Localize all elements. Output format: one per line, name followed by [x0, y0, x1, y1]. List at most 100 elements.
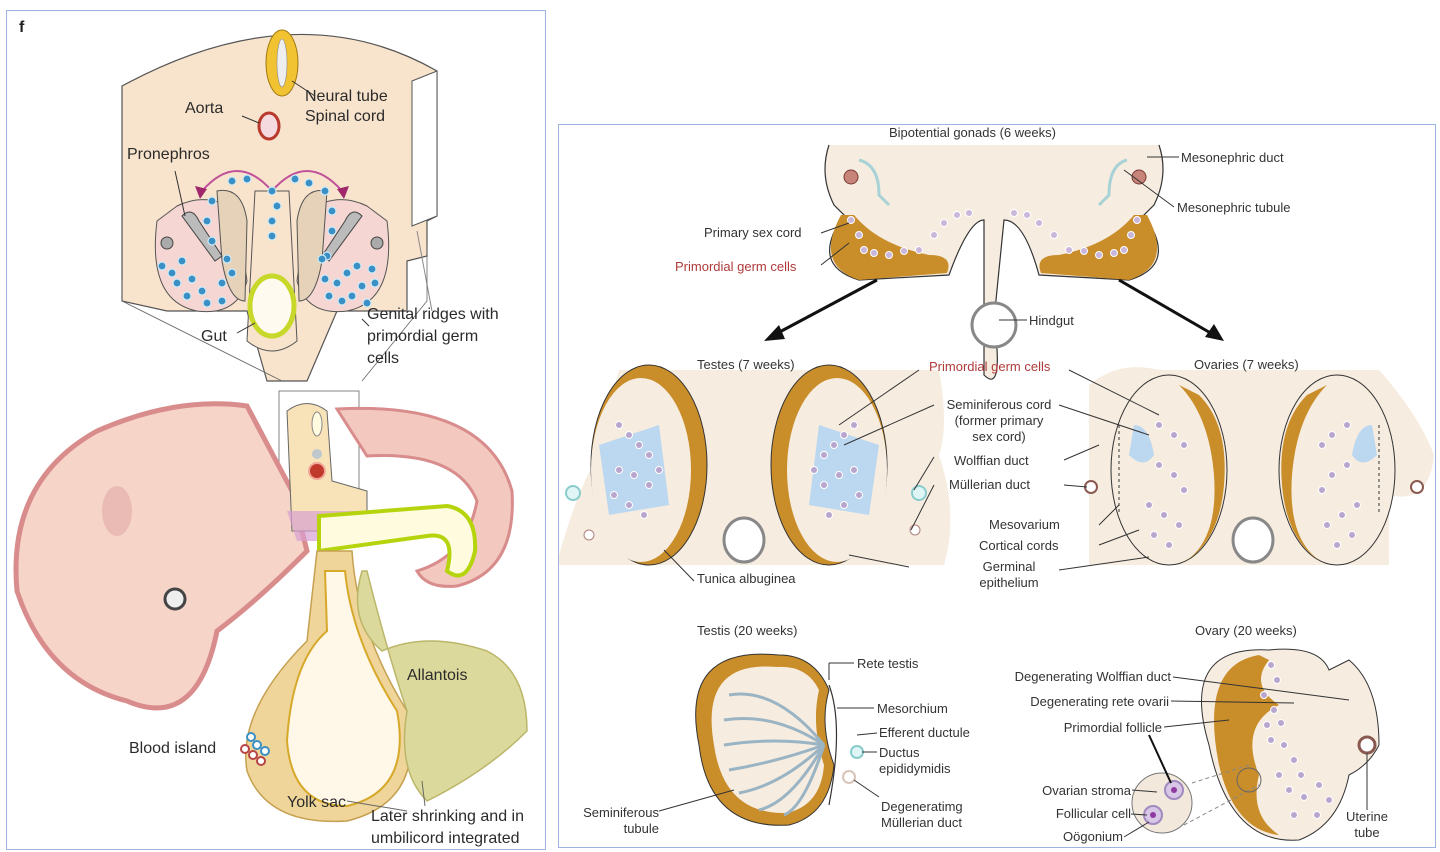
label-later-2: umbilicord integrated [371, 830, 520, 847]
label-ovarian-stroma: Ovarian stroma [1042, 783, 1131, 798]
germ-cells-6wk [847, 209, 1141, 259]
left-panel-embryo: f [6, 10, 546, 850]
gonad-illustration [559, 144, 1434, 841]
germ-cell [1323, 521, 1331, 529]
label-pgc-6wk: Primordial germ cells [675, 259, 797, 274]
germ-cell [1270, 706, 1278, 714]
label-seminiferous-cord-3: sex cord) [972, 429, 1026, 444]
label-pgc-7wk: Primordial germ cells [929, 359, 1051, 374]
label-mesovarium: Mesovarium [989, 517, 1060, 532]
label-yolk-sac: Yolk sac [287, 794, 346, 811]
germ-cell [1155, 461, 1163, 469]
label-blood-island: Blood island [129, 740, 217, 757]
germ-cell [625, 501, 633, 509]
primordial-germ-cell [187, 274, 197, 284]
label-degen-wolffian: Degenerating Wolffian duct [1014, 669, 1171, 684]
label-wolffian-duct: Wolffian duct [954, 453, 1029, 468]
germ-cell [1095, 251, 1103, 259]
primordial-germ-cell [320, 186, 330, 196]
blood-island [240, 732, 270, 766]
mesonephros-right [296, 189, 328, 302]
germ-cell [1333, 541, 1341, 549]
germ-cell [1315, 781, 1323, 789]
label-seminiferous-tubule-2: tubule [623, 821, 659, 836]
label-uterine-1: Uterine [1346, 809, 1388, 824]
label-genital-ridges-3: cells [367, 350, 400, 367]
germ-cell [1110, 249, 1118, 257]
germ-cell [640, 511, 648, 519]
germ-cell [940, 219, 948, 227]
migration-arrow [201, 170, 273, 192]
title-ovary-20wk: Ovary (20 weeks) [1195, 623, 1297, 638]
primordial-germ-cell [327, 226, 337, 236]
germ-cell [1313, 811, 1321, 819]
label-mesorchium: Mesorchium [877, 701, 948, 716]
label-ductus-2: epididymidis [879, 761, 951, 776]
primordial-germ-cell [207, 196, 217, 206]
primordial-germ-cell [342, 268, 352, 278]
embryo-body [13, 401, 310, 711]
label-seminiferous-cord-2: (former primary [954, 413, 1044, 428]
seminiferous-tubule [738, 743, 826, 795]
primordial-germ-cell [320, 274, 330, 284]
primordial-germ-cell [304, 178, 314, 188]
mesonephros-left [216, 189, 248, 302]
germ-cell [1290, 811, 1298, 819]
germ-cell [953, 211, 961, 219]
primordial-germ-cell [367, 264, 377, 274]
germ-cell [1267, 736, 1275, 744]
germ-cell [1133, 216, 1141, 224]
primordial-germ-cell [332, 278, 342, 288]
label-uterine-2: tube [1354, 825, 1380, 840]
germ-cell [1328, 431, 1336, 439]
germ-cell [1120, 246, 1128, 254]
hindgut-tube [317, 503, 478, 578]
germ-cell [915, 246, 923, 254]
germ-cell [1155, 421, 1163, 429]
germ-cells-ovary-20wk [1260, 661, 1333, 819]
label-spinal-cord: Spinal cord [305, 108, 386, 125]
germ-cell [840, 431, 848, 439]
germ-cell [860, 246, 868, 254]
germ-cell [610, 491, 618, 499]
germ-cell [1348, 531, 1356, 539]
germ-cell [1150, 531, 1158, 539]
label-degen-mullerian-1: Degeneratimg [881, 799, 963, 814]
arrow-to-ovaries [1118, 278, 1215, 337]
ovary-left-7wk [1110, 374, 1228, 566]
germ-cell [1065, 246, 1073, 254]
germ-cell [1127, 231, 1135, 239]
primordial-germ-cell [217, 296, 227, 306]
label-cortical-cords: Cortical cords [979, 538, 1059, 553]
primordial-germ-cell [327, 206, 337, 216]
primordial-germ-cell [197, 286, 207, 296]
label-degen-mullerian-2: Müllerian duct [881, 815, 962, 830]
germ-cells-ovaries-7wk [1145, 421, 1361, 549]
germ-cell [645, 451, 653, 459]
label-degen-rete: Degenerating rete ovarii [1030, 694, 1169, 709]
allantois [356, 570, 528, 802]
germ-cell [850, 421, 858, 429]
germ-cell [1180, 486, 1188, 494]
primordial-germ-cell [267, 216, 277, 226]
primordial-germ-cell [347, 291, 357, 301]
label-mullerian-duct: Müllerian duct [949, 477, 1030, 492]
primordial-germ-cell [324, 291, 334, 301]
hindgut-6wk [970, 301, 1018, 349]
title-ovaries-7wk: Ovaries (7 weeks) [1194, 357, 1299, 372]
embryo-illustration [13, 29, 528, 823]
germ-cell [1080, 247, 1088, 255]
germ-cell [1145, 501, 1153, 509]
panel-letter: f [19, 19, 25, 36]
germ-cell [630, 471, 638, 479]
germ-cell [885, 251, 893, 259]
label-follicular-cell: Follicular cell [1055, 806, 1131, 821]
germ-cell [1297, 771, 1305, 779]
germ-cell [1050, 231, 1058, 239]
hindgut-7wk-ovaries [1231, 516, 1275, 564]
seminiferous-tubule [723, 739, 825, 747]
germ-cell [1263, 721, 1271, 729]
germ-cell [1035, 219, 1043, 227]
follicle-inset [1131, 772, 1193, 834]
label-allantois: Allantois [407, 667, 468, 684]
